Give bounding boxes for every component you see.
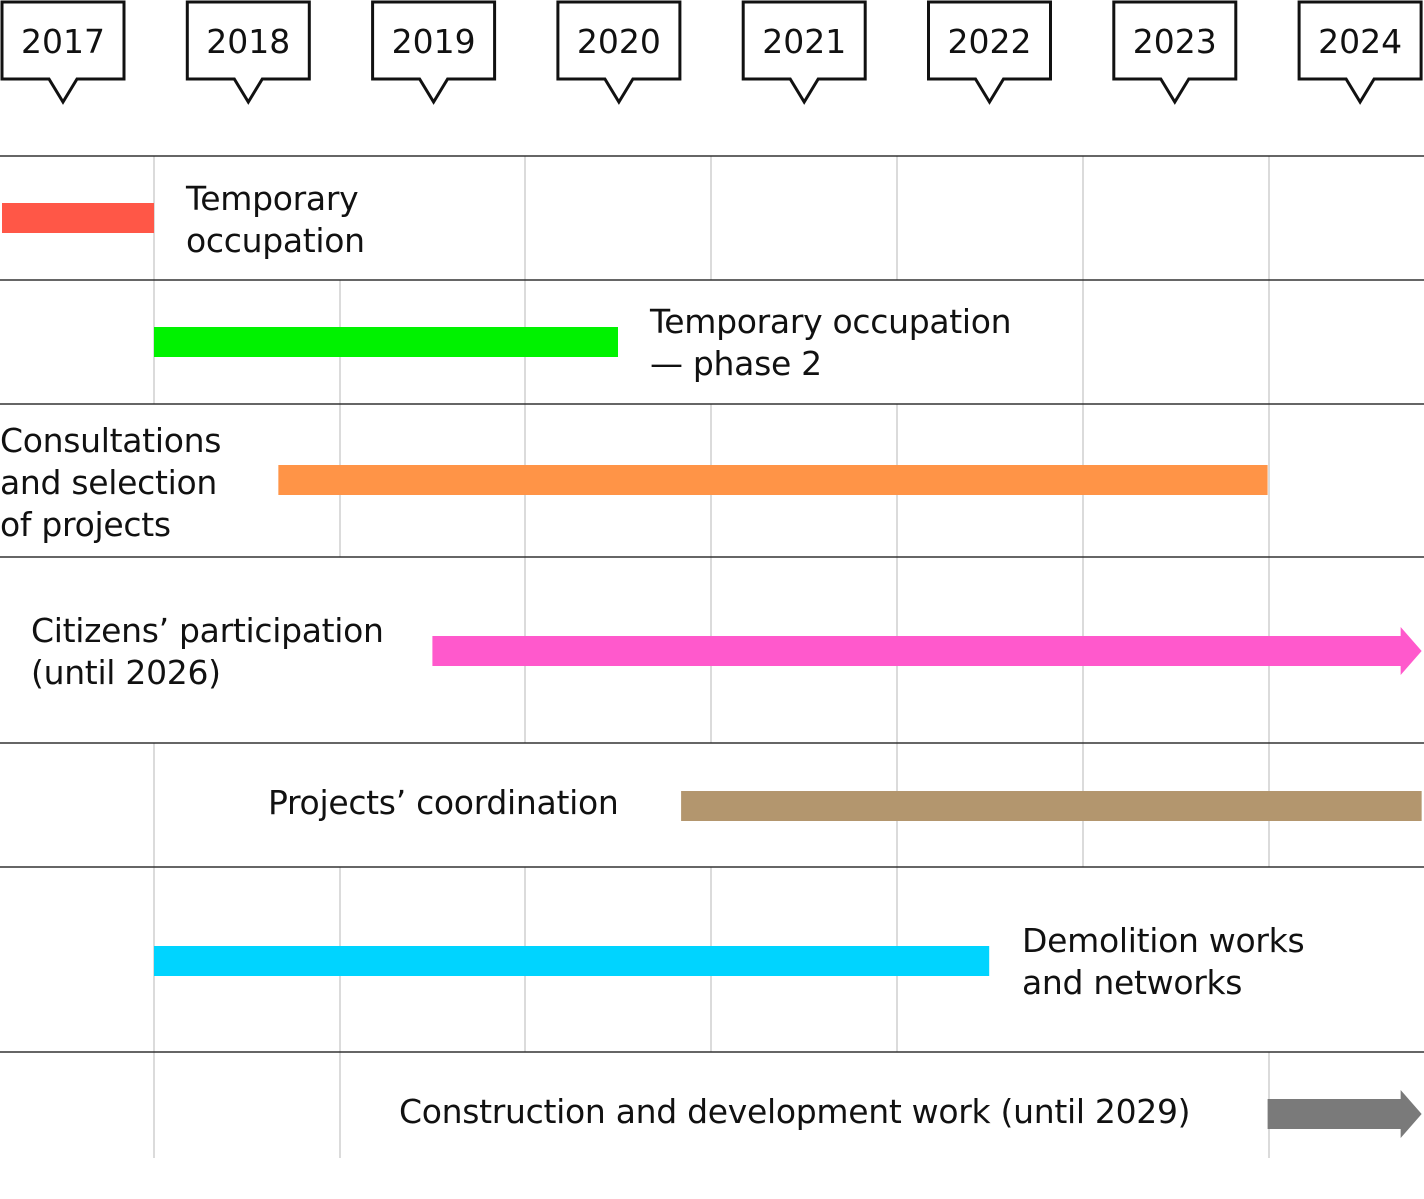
year-callout <box>1297 0 1423 105</box>
year-tick-label: 2021 <box>762 22 846 61</box>
year-tick-label: 2017 <box>21 22 105 61</box>
year-tick-label: 2018 <box>206 22 290 61</box>
task-label-temporary-occupation-phase-2: Temporary occupation — phase 2 <box>650 302 1012 383</box>
task-label-projects-coordination: Projects’ coordination <box>268 783 619 822</box>
task-label-construction: Construction and development work (until… <box>399 1092 1191 1131</box>
task-bar-arrow <box>1267 1090 1422 1138</box>
task-bar <box>154 327 618 357</box>
year-callout <box>927 0 1052 105</box>
year-tick-label: 2022 <box>948 22 1032 61</box>
year-callout <box>741 0 867 105</box>
year-callout <box>0 0 126 105</box>
year-tick-label: 2023 <box>1133 22 1217 61</box>
task-bar <box>681 791 1422 821</box>
year-callout <box>371 0 497 105</box>
task-bar <box>2 203 154 233</box>
task-bar <box>278 465 1268 495</box>
year-tick-label: 2020 <box>577 22 661 61</box>
year-callout <box>1112 0 1238 105</box>
task-label-citizens-participation: Citizens’ participation (until 2026) <box>31 611 384 692</box>
task-label-consultations: Consultations and selection of projects <box>0 421 222 544</box>
task-label-demolition-works: Demolition works and networks <box>1022 921 1305 1002</box>
year-tick-label: 2019 <box>392 22 476 61</box>
task-bar <box>154 946 990 976</box>
task-bar-arrow <box>432 627 1422 675</box>
year-callout <box>556 0 682 105</box>
year-callout <box>185 0 311 105</box>
year-tick-label: 2024 <box>1318 22 1402 61</box>
task-label-temporary-occupation: Temporary occupation <box>186 179 365 260</box>
